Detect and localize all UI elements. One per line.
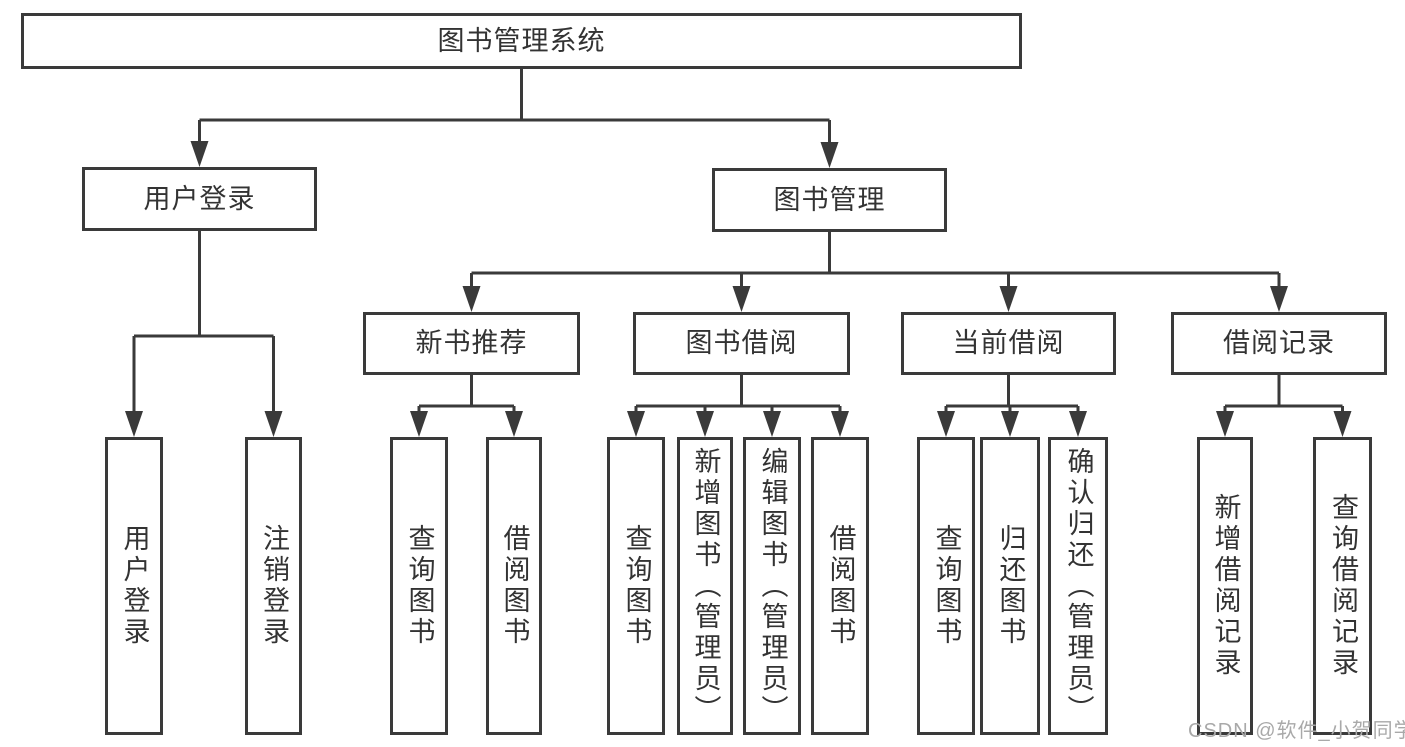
leaf-add-books-admin-label: 新增图书（管理员） — [690, 446, 721, 726]
arrow-down-icon — [831, 411, 849, 437]
leaf-query-books-current: 查询图书 — [917, 437, 975, 735]
leaf-add-borrow-record-label: 新增借阅记录 — [1210, 493, 1241, 679]
arrow-down-icon — [732, 286, 751, 312]
arrow-down-icon — [410, 411, 428, 437]
node-new-book-recommend: 新书推荐 — [363, 312, 580, 375]
arrow-down-icon — [505, 411, 523, 437]
leaf-borrow-books: 借阅图书 — [811, 437, 869, 735]
node-new-book-recommend-label: 新书推荐 — [415, 328, 528, 358]
leaf-query-borrow-record: 查询借阅记录 — [1313, 437, 1372, 735]
arrow-down-icon — [462, 286, 481, 312]
node-borrowing-records: 借阅记录 — [1171, 312, 1387, 375]
arrow-down-icon — [1216, 411, 1234, 437]
leaf-query-books-borrowing: 查询图书 — [607, 437, 665, 735]
node-user-login: 用户登录 — [82, 167, 317, 231]
leaf-query-books-recommend: 查询图书 — [390, 437, 448, 735]
node-current-borrowing: 当前借阅 — [901, 312, 1116, 375]
leaf-confirm-return-admin-label: 确认归还（管理员） — [1063, 446, 1094, 726]
arrow-down-icon — [627, 411, 645, 437]
node-book-management: 图书管理 — [712, 168, 947, 232]
arrow-down-icon — [999, 286, 1018, 312]
node-root: 图书管理系统 — [21, 13, 1022, 69]
arrow-down-icon — [190, 141, 209, 167]
leaf-return-books-label: 归还图书 — [995, 524, 1026, 648]
leaf-user-login: 用户登录 — [105, 437, 163, 735]
arrow-down-icon — [125, 411, 143, 437]
leaf-query-books-borrowing-label: 查询图书 — [621, 524, 652, 648]
leaf-return-books: 归还图书 — [980, 437, 1040, 735]
leaf-user-login-label: 用户登录 — [119, 524, 150, 648]
arrow-down-icon — [1069, 411, 1087, 437]
leaf-logout-login: 注销登录 — [245, 437, 302, 735]
arrow-down-icon — [264, 411, 283, 437]
node-current-borrowing-label: 当前借阅 — [952, 328, 1065, 358]
leaf-logout-login-label: 注销登录 — [259, 524, 289, 648]
arrow-down-icon — [1001, 411, 1019, 437]
leaf-edit-books-admin: 编辑图书（管理员） — [743, 437, 801, 735]
leaf-borrow-books-recommend: 借阅图书 — [486, 437, 542, 735]
arrow-down-icon — [1333, 411, 1352, 437]
leaf-query-borrow-record-label: 查询借阅记录 — [1328, 493, 1358, 679]
leaf-edit-books-admin-label: 编辑图书（管理员） — [757, 446, 788, 726]
node-borrowing-records-label: 借阅记录 — [1223, 328, 1335, 358]
leaf-borrow-books-label: 借阅图书 — [825, 524, 856, 648]
arrow-down-icon — [1270, 286, 1288, 312]
node-book-borrowing-label: 图书借阅 — [685, 328, 798, 358]
node-root-label: 图书管理系统 — [437, 25, 606, 56]
leaf-add-borrow-record: 新增借阅记录 — [1197, 437, 1253, 735]
node-user-login-label: 用户登录 — [143, 183, 256, 214]
arrow-down-icon — [937, 411, 955, 437]
leaf-borrow-books-recommend-label: 借阅图书 — [499, 524, 530, 648]
leaf-add-books-admin: 新增图书（管理员） — [677, 437, 733, 735]
node-book-management-label: 图书管理 — [773, 184, 886, 215]
arrow-down-icon — [820, 142, 839, 168]
leaf-query-books-recommend-label: 查询图书 — [404, 524, 435, 648]
leaf-confirm-return-admin: 确认归还（管理员） — [1048, 437, 1108, 735]
node-book-borrowing: 图书借阅 — [633, 312, 850, 375]
arrow-down-icon — [696, 411, 714, 437]
arrow-down-icon — [763, 411, 781, 437]
csdn-watermark: CSDN @软件_小贺同学 — [1188, 720, 1405, 742]
leaf-query-books-current-label: 查询图书 — [931, 524, 962, 648]
